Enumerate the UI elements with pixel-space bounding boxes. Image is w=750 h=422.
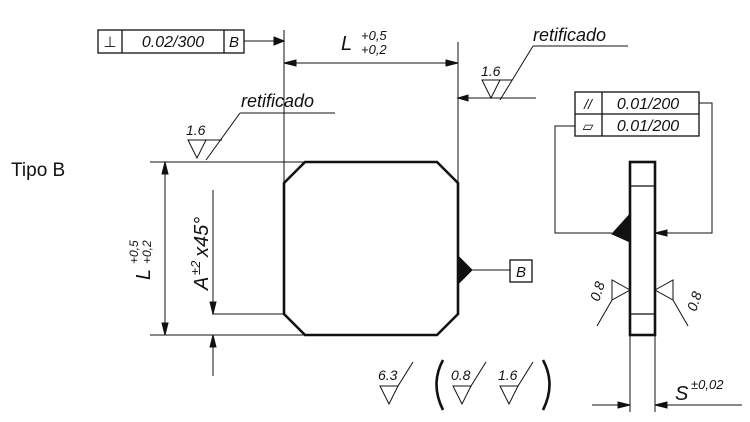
retificado-top-label: retificado xyxy=(533,25,606,45)
right-fcf-row2-tol: 0.01/200 xyxy=(617,118,679,135)
top-fcf-symbol: ⊥ xyxy=(103,34,116,51)
roughness-paren-1-value: 0.8 xyxy=(451,367,471,383)
dim-a-tol: ±2 xyxy=(188,260,203,275)
dim-s-tol: ±0,02 xyxy=(691,377,724,392)
roughness-side-left-value: 0.8 xyxy=(587,279,608,303)
dim-l-top-letter: L xyxy=(341,33,352,55)
dim-a-suffix: x45° xyxy=(191,217,213,258)
dim-l-left-lower: +0,2 xyxy=(140,240,154,264)
type-label: Tipo B xyxy=(11,160,66,181)
side-view-outline xyxy=(628,160,657,337)
right-fcf-row1-tol: 0.01/200 xyxy=(617,96,679,113)
datum-b-triangle xyxy=(457,254,473,286)
right-fcf-row1-symbol: // xyxy=(583,96,594,112)
dim-l-left-letter: L xyxy=(133,269,155,280)
right-fcf-row2-symbol: ▱ xyxy=(583,118,594,134)
datum-b-letter: B xyxy=(516,264,526,281)
roughness-general-value: 6.3 xyxy=(378,367,398,383)
top-fcf-tolerance: 0.02/300 xyxy=(142,34,204,51)
dim-a-letter: A xyxy=(191,277,213,291)
roughness-paren-2-value: 1.6 xyxy=(498,367,518,383)
datum-b-box xyxy=(509,259,533,283)
plate-outline xyxy=(282,160,460,337)
roughness-left-value: 1.6 xyxy=(186,122,206,138)
top-fcf-datum: B xyxy=(229,34,239,51)
dim-l-left-upper: +0,5 xyxy=(127,240,141,264)
retificado-left-label: retificado xyxy=(241,91,314,111)
roughness-side-right-value: 0.8 xyxy=(684,289,705,313)
paren-open xyxy=(435,359,445,411)
side-view-datum-triangle xyxy=(611,212,631,243)
dim-s-letter: S xyxy=(675,383,689,405)
roughness-top-value: 1.6 xyxy=(481,63,501,79)
dim-l-top-lower: +0,2 xyxy=(361,42,387,57)
dim-l-top-upper: +0,5 xyxy=(361,28,387,43)
paren-close xyxy=(541,359,551,411)
